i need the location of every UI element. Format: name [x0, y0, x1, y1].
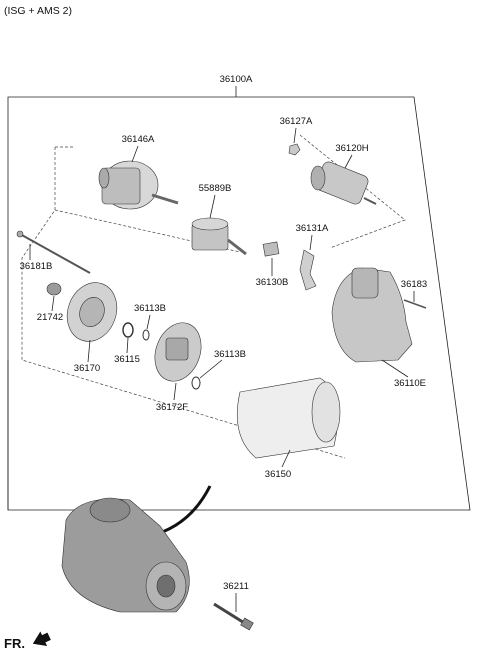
- brush-holder-part: [154, 322, 202, 382]
- front-direction-label: FR.: [4, 636, 25, 651]
- yoke-part: [237, 377, 341, 459]
- leader-36170: [87, 339, 91, 363]
- label-36211: 36211: [223, 581, 249, 592]
- label-36183: 36183: [401, 279, 427, 290]
- label-55889B: 55889B: [199, 183, 232, 194]
- label-36113B-bottom: 36113B: [214, 349, 246, 360]
- leader-36115: [126, 337, 129, 354]
- front-arrow-icon: [32, 631, 51, 646]
- leader-55889B: [209, 194, 216, 219]
- label-36113B-top: 36113B: [134, 303, 166, 314]
- label-36127A: 36127A: [280, 116, 313, 127]
- label-36172F: 36172F: [156, 402, 188, 413]
- drive-gear-part: [191, 217, 247, 256]
- leader-36113B-top: [146, 314, 151, 330]
- lever-part: [299, 249, 317, 291]
- armature-part: [98, 160, 179, 210]
- washer-bottom-part: [191, 376, 201, 390]
- label-21742: 21742: [37, 312, 63, 323]
- label-36170: 36170: [74, 363, 100, 374]
- assembly-label: 36100A: [220, 74, 253, 85]
- starter-housing-part: [331, 267, 413, 363]
- label-36110E: 36110E: [394, 378, 426, 389]
- screw-part: [403, 299, 427, 309]
- cap-part: [46, 282, 62, 296]
- dash-top-right: [299, 134, 406, 249]
- mounting-bolt-part: [213, 602, 254, 631]
- leader-36110E: [381, 359, 409, 378]
- leader-36127A: [293, 127, 297, 144]
- leader-36172F: [173, 382, 177, 401]
- label-36181B: 36181B: [20, 261, 53, 272]
- solenoid-part: [310, 161, 377, 205]
- label-36146A: 36146A: [122, 134, 155, 145]
- nut-part: [288, 143, 301, 156]
- label-36131A: 36131A: [296, 223, 329, 234]
- dash-left-bottom: [21, 147, 346, 459]
- through-bolt-part: [16, 230, 91, 274]
- leader-36113B-bottom: [199, 359, 223, 379]
- variant-header: (ISG + AMS 2): [4, 5, 72, 17]
- dash-inner-diagonal: [54, 209, 241, 253]
- leader-36146A: [131, 145, 139, 163]
- assembled-starter-part: [61, 497, 190, 613]
- o-ring-part: [122, 322, 134, 338]
- label-36130B: 36130B: [256, 277, 289, 288]
- leader-21742: [51, 295, 55, 312]
- label-36120H: 36120H: [335, 143, 368, 154]
- washer-top-part: [142, 329, 150, 341]
- rear-bracket-part: [66, 282, 118, 342]
- leader-36150: [281, 449, 291, 468]
- leader-36120H: [344, 154, 353, 169]
- label-36150: 36150: [265, 469, 291, 480]
- label-36115: 36115: [114, 354, 140, 365]
- block-part: [262, 241, 280, 257]
- leader-36131A: [309, 234, 313, 251]
